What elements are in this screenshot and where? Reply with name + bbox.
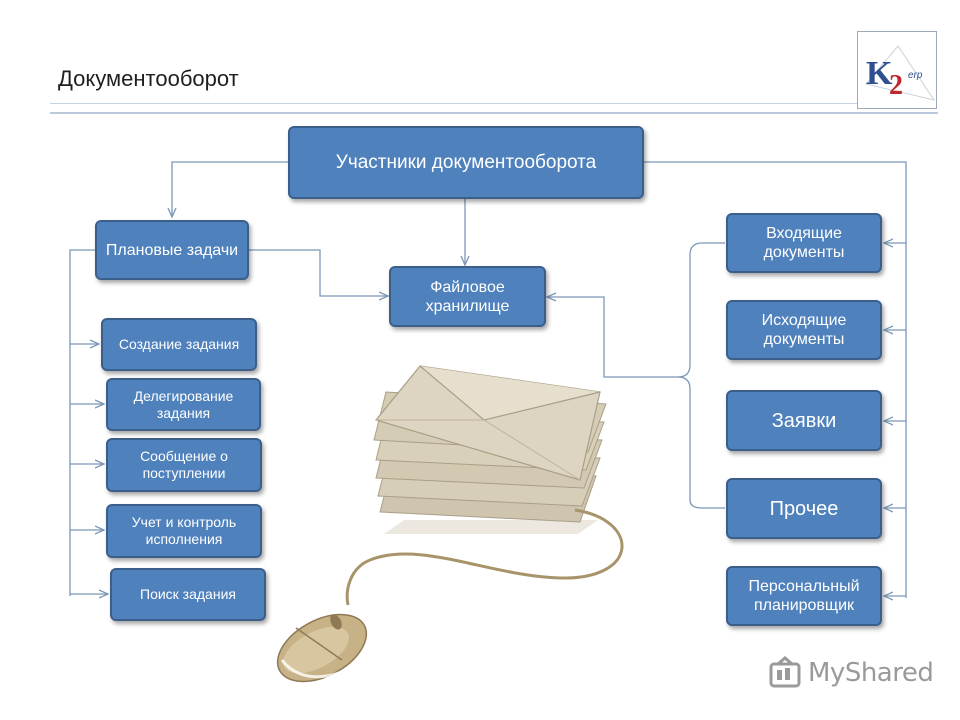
node-receipt-message: Сообщение о поступлении [106,438,262,492]
title-underline [50,112,938,114]
node-outgoing-docs: Исходящие документы [726,300,882,360]
node-file-storage: Файловое хранилище [389,266,546,327]
connector-participants-planned [172,161,289,217]
title-underline-thin [50,103,858,104]
k2-erp-logo: K 2 erp [857,31,937,109]
connector-participants-right-bus [644,161,907,598]
node-other: Прочее [726,478,882,539]
connector-planned-storage [249,249,388,296]
node-create-task: Создание задания [101,318,257,371]
node-requests: Заявки [726,390,882,451]
logo-two: 2 [889,70,903,101]
connector-planned-left-bus [69,249,96,596]
node-search-task: Поиск задания [110,568,266,621]
node-delegate-task: Делегирование задания [106,378,261,431]
connector-docs-storage [547,242,725,378]
logo-k: K [866,55,893,92]
myshared-logo-icon [769,656,801,688]
watermark-text: MyShared [808,658,934,688]
node-incoming-docs: Входящие документы [726,213,882,273]
connector-docs-other [677,376,725,509]
node-planned-tasks: Плановые задачи [95,220,249,280]
page-title: Документооборот [58,66,239,91]
myshared-watermark: MyShared [768,656,934,690]
node-personal-planner: Персональный планировщик [726,566,882,626]
logo-erp: erp [908,70,923,81]
node-control: Учет и контроль исполнения [106,504,262,558]
node-participants: Участники документооборота [288,126,644,199]
computer-mouse-illustration [276,508,624,683]
envelope-stack-illustration [373,365,607,534]
